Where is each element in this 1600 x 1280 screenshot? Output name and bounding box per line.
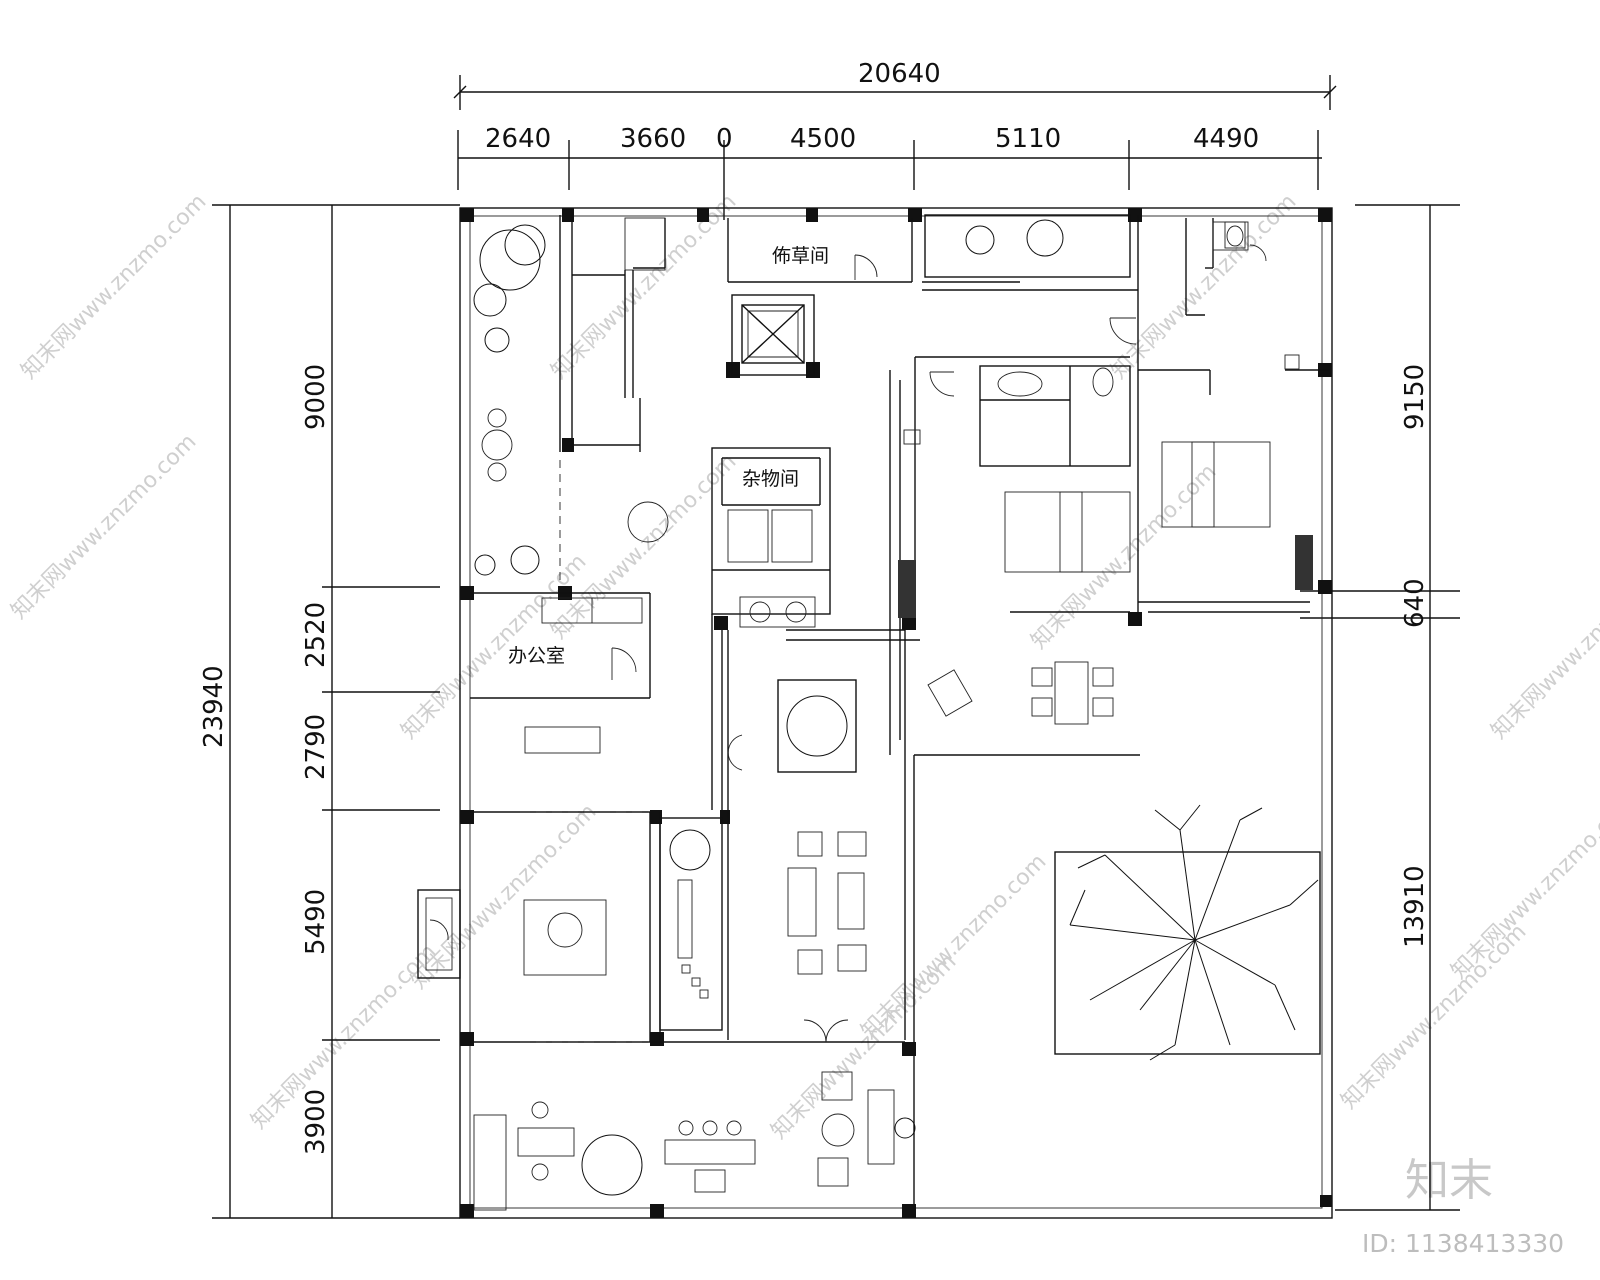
outer-walls — [459, 207, 1333, 1219]
image-id-label: ID: 1138413330 — [1362, 1229, 1564, 1258]
dim-left-1: 9000 — [301, 364, 331, 430]
doors — [429, 244, 1267, 1043]
dim-top-1: 2640 — [485, 124, 551, 154]
dim-right-1: 9150 — [1400, 364, 1430, 430]
dim-top-2: 3660 — [620, 124, 686, 154]
furniture — [481, 221, 1321, 1193]
dim-left-2: 2520 — [301, 602, 331, 668]
lounge-carpet — [523, 899, 607, 976]
watermark-2: 知末网www.znzmo.com — [7, 429, 202, 624]
dim-top-4: 4500 — [790, 124, 856, 154]
dimension-labels: 20640 2640 3660 0 4500 5110 4490 23940 9… — [199, 59, 1430, 1155]
hall-round-table — [627, 501, 669, 543]
watermark-11: 知末网www.znzmo.com — [247, 939, 442, 1134]
room-label-flower-room: 佈草间 — [772, 245, 829, 267]
watermark-8: 知末网www.znzmo.com — [1487, 549, 1600, 744]
plant-decorations — [473, 219, 1064, 1196]
dim-top-6: 4490 — [1193, 124, 1259, 154]
room-labels: 佈草间 杂物间 办公室 — [508, 245, 829, 667]
watermark-1: 知末网www.znzmo.com — [17, 189, 212, 384]
watermark-3: 知末网www.znzmo.com — [547, 189, 742, 384]
dim-right-3: 13910 — [1400, 865, 1430, 948]
watermark-12: 知末网www.znzmo.com — [767, 949, 962, 1144]
dim-top-total: 20640 — [858, 59, 941, 89]
brand-mark: 知末 — [1405, 1155, 1493, 1206]
watermark-13: 知末网www.znzmo.com — [1337, 919, 1532, 1114]
dim-left-total: 23940 — [199, 665, 229, 748]
dim-left-3: 2790 — [301, 714, 331, 780]
dim-top-5: 5110 — [995, 124, 1061, 154]
dimension-lines — [212, 75, 1460, 1219]
hall-carpet — [777, 679, 857, 773]
dim-left-5: 3900 — [301, 1089, 331, 1155]
courtyard-tree — [1069, 804, 1319, 1061]
bed-2 — [1161, 441, 1271, 528]
courtyard-platform — [1054, 851, 1321, 1055]
structural-columns — [460, 208, 1332, 1218]
watermark-14: 知末网www.znzmo.com — [1447, 789, 1600, 984]
dim-left-4: 5490 — [301, 889, 331, 955]
room-label-office: 办公室 — [508, 645, 565, 667]
watermark-layer: 知末网www.znzmo.com 知末网www.znzmo.com 知末网www… — [7, 189, 1600, 1258]
watermark-9: 知末网www.znzmo.com — [407, 799, 602, 994]
interior-walls — [417, 214, 1330, 1211]
dim-right-2: 640 — [1400, 578, 1430, 628]
room-label-storage-room: 杂物间 — [742, 468, 799, 490]
dim-top-3: 0 — [716, 124, 733, 154]
